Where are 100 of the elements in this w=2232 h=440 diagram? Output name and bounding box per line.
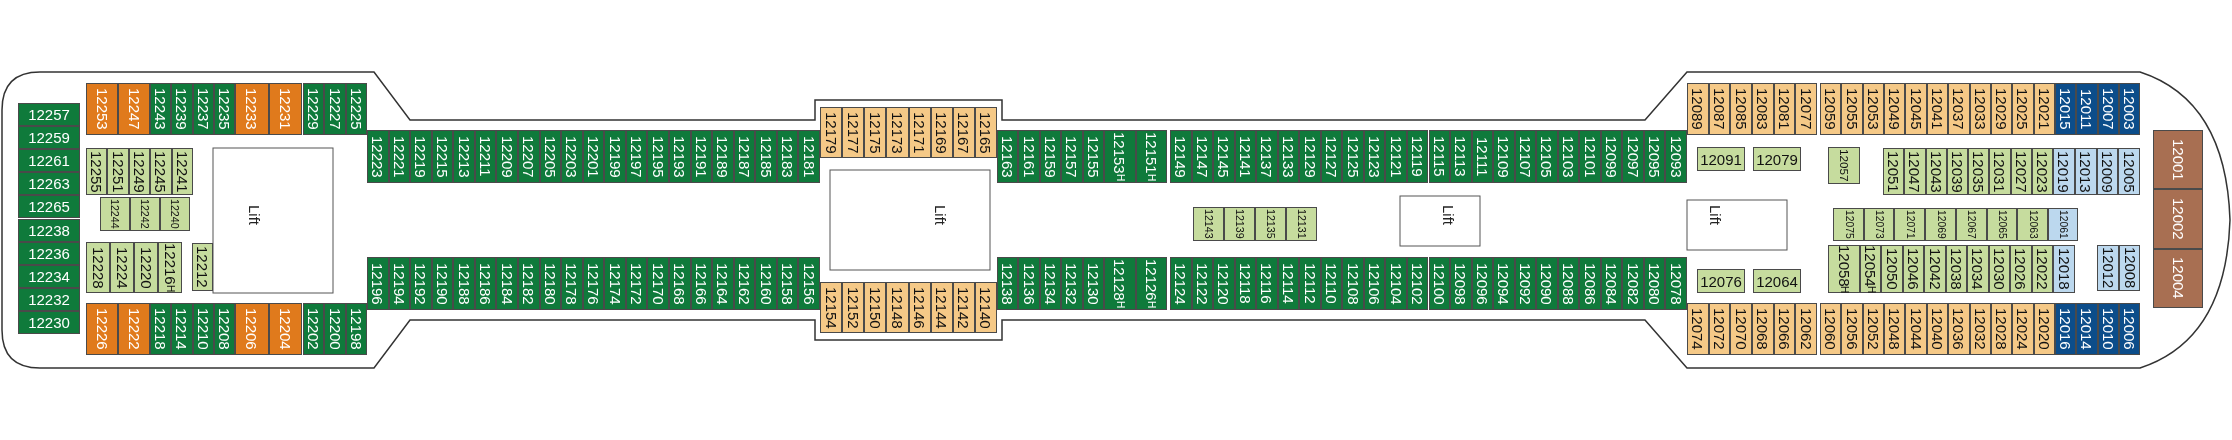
cabin-number: 12241 <box>174 150 190 193</box>
cabin-number: 12183 <box>780 135 796 178</box>
cabin-number: 12098 <box>1453 262 1469 305</box>
cabin-number: 12238 <box>28 222 70 238</box>
cabin-box <box>733 257 756 310</box>
cabin-box <box>1820 303 1842 355</box>
cabin-number: 12106 <box>1367 262 1383 305</box>
cabin-box <box>1514 257 1537 310</box>
cabin-number: 12032 <box>1972 308 1988 350</box>
cabin-number: 12084 <box>1604 262 1620 305</box>
cabin-number: 12152 <box>845 286 861 329</box>
cabin-number: 12064 <box>1756 273 1798 289</box>
cabin-number: 12033 <box>1972 88 1988 130</box>
cabin-number: 12212 <box>195 246 210 288</box>
cabin-number: 12233 <box>244 88 260 130</box>
cabin-box <box>1082 130 1104 183</box>
cabin-box <box>303 303 325 355</box>
cabin-number: 12081 <box>1777 88 1792 130</box>
cabin-box <box>1213 130 1235 183</box>
cabin-box <box>1665 130 1687 183</box>
cabin-box <box>1170 130 1192 183</box>
cabin-box <box>367 257 389 310</box>
cabin-box <box>18 310 80 334</box>
cabin-box <box>410 130 432 183</box>
cabin-box <box>647 257 669 310</box>
cabin-number: 12049 <box>1887 88 1903 130</box>
cabin-number: 12042 <box>1927 248 1943 290</box>
cabin-number: 12143 <box>1203 209 1214 239</box>
cabin-number: 12164 <box>715 262 731 305</box>
cabin-box <box>690 257 713 310</box>
cabin-number: 12234 <box>28 268 70 284</box>
cabin-number: 12069 <box>1935 210 1946 239</box>
cabin-number: 12140 <box>978 286 994 329</box>
cabin-number: 12099 <box>1604 135 1620 178</box>
cabin-box <box>1385 130 1407 183</box>
cabin-box <box>1061 130 1083 183</box>
cabin-box <box>1428 257 1451 310</box>
cabin-number: 12192 <box>413 262 429 305</box>
cabin-number: 12227 <box>327 88 343 130</box>
cabin-box <box>1828 147 1860 184</box>
cabin-number: 12237 <box>195 88 211 130</box>
cabin-box <box>474 257 497 310</box>
cabin-box <box>1926 303 1949 355</box>
cabin-box <box>1406 130 1429 183</box>
cabin-box <box>539 130 562 183</box>
cabin-number: 12119 <box>1410 136 1426 177</box>
cabin-box <box>235 303 269 355</box>
cabin-number: 12037 <box>1951 88 1967 130</box>
cabin-box <box>1622 130 1644 183</box>
cabin-box <box>1471 257 1494 310</box>
cabin-number: 12219 <box>413 135 429 178</box>
cabin-number: 12075 <box>1843 210 1854 239</box>
cabin-number: 12024 <box>2015 308 2031 350</box>
cabin-number: 12036 <box>1951 308 1967 350</box>
cabin-number: 12154 <box>823 286 839 329</box>
cabin-box <box>798 130 820 183</box>
cabin-number: 12039 <box>1949 150 1965 193</box>
cabin-number: 12038 <box>1949 248 1964 290</box>
cabin-box <box>647 130 669 183</box>
cabin-box <box>1925 208 1956 241</box>
cabin-number: 12236 <box>28 245 70 261</box>
cabin-box <box>2118 83 2140 135</box>
cabin-box <box>1234 130 1257 183</box>
cabin-box <box>1277 130 1300 183</box>
cabin-number: 12003 <box>2121 88 2137 130</box>
cabin-number: 12083 <box>1755 88 1771 130</box>
cabin-box <box>171 303 193 355</box>
cabin-number: 12158 <box>780 262 796 305</box>
cabin-number: 12228 <box>90 246 106 289</box>
cabin-number: 12200 <box>327 308 343 350</box>
cabin-number: 12201 <box>586 135 601 178</box>
cabin-number: 12053 <box>1865 88 1881 130</box>
cabin-number: 12076 <box>1700 273 1742 289</box>
cabin-box <box>18 241 80 265</box>
cabin-number: 12147 <box>1194 135 1210 178</box>
cabin-number: 12187 <box>737 135 752 178</box>
cabin-number: 12181 <box>801 135 817 178</box>
cabin-number: 12224 <box>114 246 130 289</box>
cabin-number: 12062 <box>1798 308 1814 350</box>
cabin-number: 12068 <box>1755 308 1771 350</box>
cabin-number: 12052 <box>1865 308 1881 350</box>
cabin-box <box>1752 83 1774 135</box>
lift-label: Lift <box>1440 205 1457 225</box>
cabin-box <box>431 130 454 183</box>
cabin-box <box>2017 208 2048 241</box>
cabin-box <box>604 257 626 310</box>
cabin-box <box>324 303 346 355</box>
cabin-box <box>1299 257 1321 310</box>
cabin-number: 12009 <box>2099 150 2115 193</box>
cabin-number: 12222 <box>126 308 142 350</box>
cabin-box <box>1708 83 1731 135</box>
cabin-box <box>18 287 80 311</box>
cabin-number: 12204 <box>277 308 293 350</box>
cabin-number: 12188 <box>456 262 472 305</box>
cabin-box <box>1795 303 1817 355</box>
cabin-number: 12016 <box>2058 308 2074 350</box>
cabin-box <box>1708 303 1731 355</box>
cabin-number: 12121 <box>1388 135 1404 178</box>
cabin-box <box>496 130 518 183</box>
cabin-number: 12146 <box>912 286 928 329</box>
